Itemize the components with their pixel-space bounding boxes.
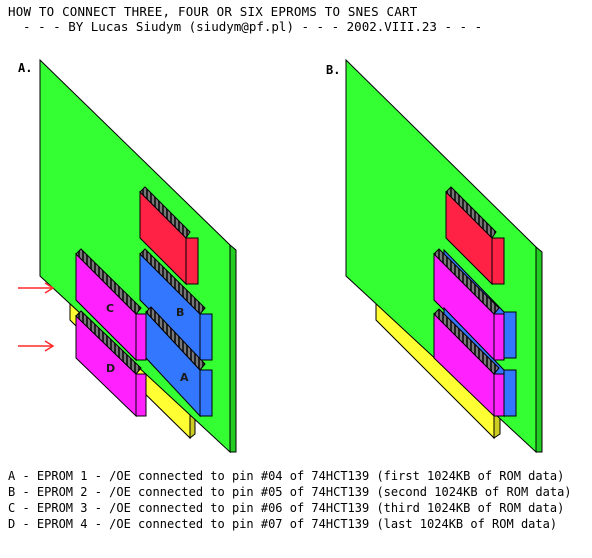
panel-a-eprom-a (145, 306, 213, 418)
panel-a-eprom-red (139, 186, 199, 286)
legend-item-c: C - EPROM 3 - /OE connected to pin #06 o… (8, 501, 565, 515)
diagram-subtitle: - - - BY Lucas Siudym (siudym@pf.pl) - -… (8, 19, 483, 34)
panel-a-eprom-d (75, 310, 147, 418)
panel-b-label: B. (326, 63, 341, 77)
diagram-title: HOW TO CONNECT THREE, FOUR OR SIX EPROMS… (8, 4, 418, 19)
panel-a-eprom-c (75, 248, 147, 362)
legend-item-d: D - EPROM 4 - /OE connected to pin #07 o… (8, 517, 558, 531)
panel-a-label: A. (18, 61, 33, 75)
legend: A - EPROM 1 - /OE connected to pin #04 o… (8, 468, 572, 532)
chip-label-b: B (176, 306, 184, 319)
panel-b (345, 58, 543, 454)
legend-item-a: A - EPROM 1 - /OE connected to pin #04 o… (8, 469, 565, 483)
panel-b-eprom-red (445, 186, 505, 286)
chip-label-a: A (180, 371, 189, 384)
arrow-icon (18, 282, 55, 294)
legend-item-b: B - EPROM 2 - /OE connected to pin #05 o… (8, 485, 572, 499)
panel-b-eprom-stack-lower (433, 306, 517, 418)
panel-a: C B D A (18, 58, 237, 454)
chip-label-c: C (106, 302, 114, 315)
chip-label-d: D (106, 362, 115, 375)
arrow-icon (18, 340, 55, 352)
